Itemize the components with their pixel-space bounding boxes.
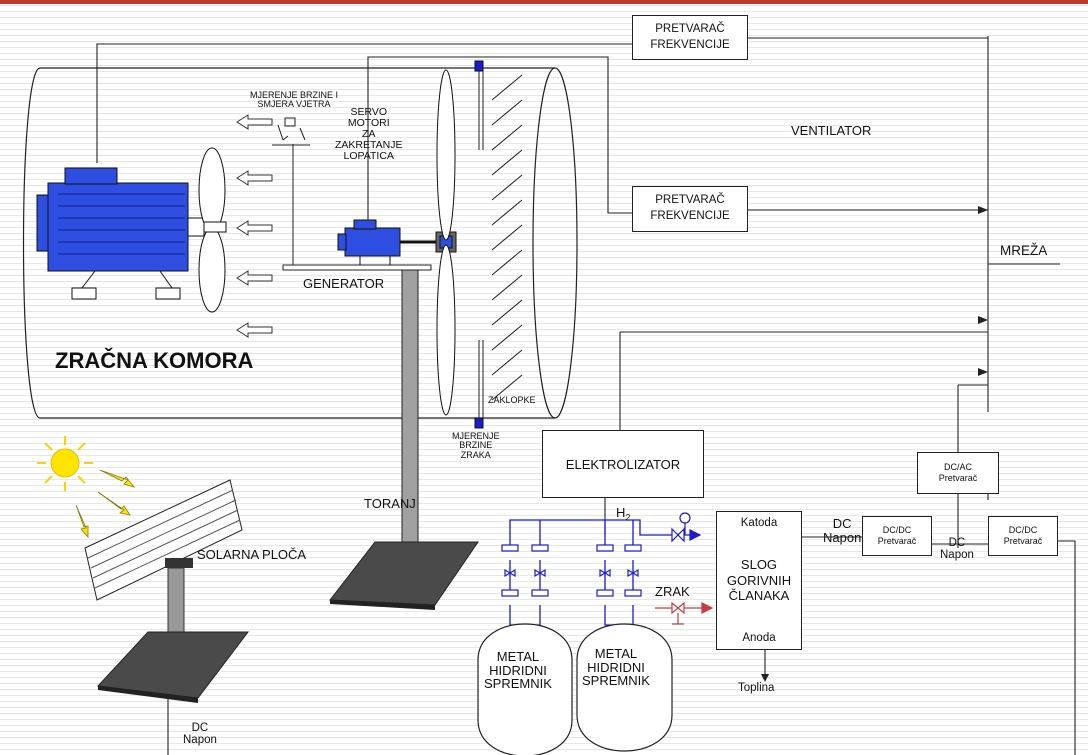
label-wind-speed-measurement: MJERENJE BRZINE I SMJERA VJETRA [250,90,339,110]
label-ventilator: VENTILATOR [791,123,872,138]
dc-dc-converter-box-1: DC/DC Pretvarač [862,516,932,556]
sun-icon [37,436,93,491]
dc-dc-converter-box-2: DC/DC Pretvarač [988,516,1058,556]
solar-panel-icon [84,479,250,703]
tanks [477,623,673,755]
air-valve-icon [655,601,714,625]
electrolyzer-box: ELEKTROLIZATOR [542,430,704,498]
fan-icon [198,147,227,313]
air-chamber [22,67,578,419]
top-accent-bar [0,0,1088,4]
dampers [474,60,523,429]
turbine-blades-icon [436,69,456,416]
motor-icon [36,167,205,300]
label-dc-voltage-2: DC Napon [940,537,974,562]
label-dampers: ZAKLOPKE [488,395,536,405]
anemometer-icon [272,117,310,268]
label-dc-voltage-solar: DC Napon [183,722,217,747]
valve-icon [501,512,702,597]
label-tower: TORANJ [364,496,416,511]
sun-rays-arrows [75,469,136,539]
label-h2: H2 [616,505,631,523]
wiring-arrows [761,206,988,682]
label-grid: MREŽA [1000,243,1048,258]
label-tank-1: METAL HIDRIDNI SPREMNIK [484,649,552,692]
label-tank-2: METAL HIDRIDNI SPREMNIK [582,646,650,689]
fuel-cell-stack-label: SLOG GORIVNIH ČLANAKA [726,557,792,604]
fuel-cell-stack-box: Katoda SLOG GORIVNIH ČLANAKA Anoda [716,511,802,650]
label-heat: Toplina [738,682,775,694]
anode-label: Anoda [742,632,776,644]
wiring [96,36,1076,755]
frequency-converter-1: PRETVARAČ FREKVENCIJE [632,15,748,60]
label-generator: GENERATOR [303,276,385,291]
cathode-label: Katoda [740,517,778,529]
label-air-speed-measurement: MJERENJE BRZINE ZRAKA [452,431,500,460]
frequency-converter-2: PRETVARAČ FREKVENCIJE [632,186,748,232]
label-air-chamber: ZRAČNA KOMORA [55,348,254,373]
label-solar-panel: SOLARNA PLOČA [197,547,307,562]
tower [282,264,432,576]
tower-base [329,541,479,610]
generator-icon [337,219,457,265]
label-air: ZRAK [655,584,690,599]
label-dc-voltage-1: DC Napon [823,516,862,545]
dc-ac-converter-box: DC/AC Pretvarač [917,452,999,494]
arrow-icon [236,114,273,338]
label-servo-motors: SERVO MOTORI ZA ZAKRETANJE LOPATICA [335,106,403,163]
